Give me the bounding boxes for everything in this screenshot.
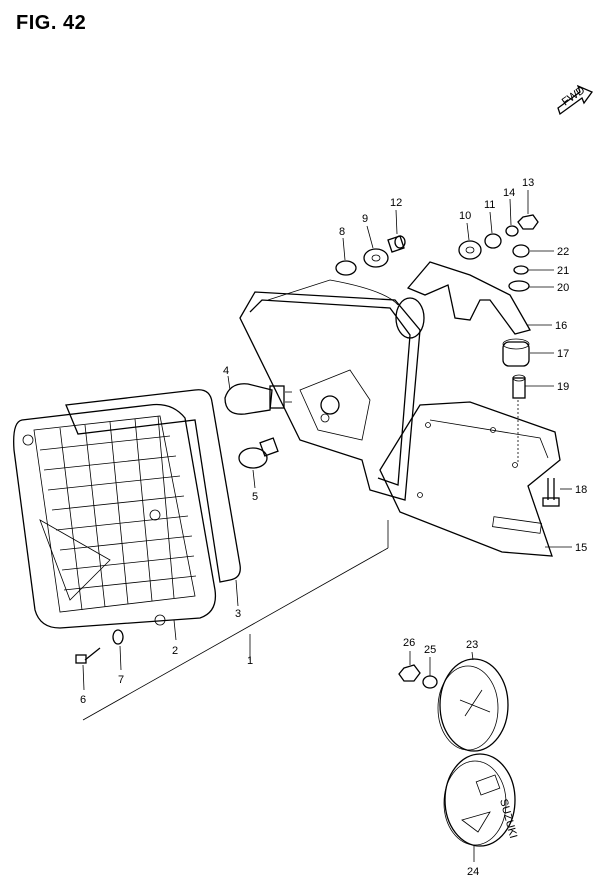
washer-11: [484, 233, 502, 249]
callout-numbers: 1 2 3 4 5 6 7 8 9 10 11 12 13 14 15 16 1…: [80, 177, 587, 878]
figure-title: FIG. 42: [16, 12, 87, 34]
cushion-17: [502, 338, 530, 367]
callout-26: 26: [403, 637, 415, 649]
bulb-stop-tail: [224, 383, 292, 415]
lamp-housing: [239, 279, 425, 501]
cap-logo: SUZUKI: [497, 798, 519, 840]
callout-17: 17: [557, 348, 569, 360]
callout-5: 5: [252, 491, 258, 503]
tail-lens: [13, 403, 217, 629]
callout-20: 20: [557, 282, 569, 294]
callout-18: 18: [575, 484, 587, 496]
callout-14: 14: [503, 187, 515, 199]
callout-13: 13: [522, 177, 534, 189]
callout-19: 19: [557, 381, 569, 393]
callout-1: 1: [247, 655, 253, 667]
lens-gasket: [65, 389, 241, 583]
callout-22: 22: [557, 246, 569, 258]
bolt-18: [542, 478, 560, 507]
callout-25: 25: [424, 644, 436, 656]
callout-16: 16: [555, 320, 567, 332]
callout-24: 24: [467, 866, 479, 878]
cap-24: SUZUKI: [443, 753, 519, 847]
cap-23: [437, 658, 509, 752]
callout-15: 15: [575, 542, 587, 554]
spacer-19: [512, 374, 526, 399]
washer-7: [112, 629, 124, 645]
callout-9: 9: [362, 213, 368, 225]
front-arrow-icon: FWD: [557, 84, 594, 116]
callout-21: 21: [557, 265, 569, 277]
washer-21: [513, 265, 529, 275]
callout-3: 3: [235, 608, 241, 620]
callout-6: 6: [80, 694, 86, 706]
cushion-10: [458, 240, 482, 260]
nut-13: [517, 214, 539, 230]
washer-20: [508, 280, 530, 292]
callout-23: 23: [466, 639, 478, 651]
washer-14: [505, 225, 519, 237]
callout-2: 2: [172, 645, 178, 657]
callout-11: 11: [484, 199, 495, 211]
bulb-plate: [238, 437, 279, 469]
nut-26: [398, 664, 421, 682]
callout-12: 12: [390, 197, 402, 209]
cushion-9: [363, 248, 389, 268]
washer-8: [335, 260, 357, 276]
mounting-bracket: [406, 261, 531, 335]
nut-22: [512, 244, 530, 258]
collar-12: [387, 235, 406, 253]
screw: [75, 647, 101, 664]
leader-lines: [82, 190, 572, 862]
plate-bracket: [379, 401, 561, 557]
callout-10: 10: [459, 210, 471, 222]
callout-4: 4: [223, 365, 229, 377]
callout-8: 8: [339, 226, 345, 238]
washer-25: [422, 675, 438, 689]
callout-7: 7: [118, 674, 124, 686]
